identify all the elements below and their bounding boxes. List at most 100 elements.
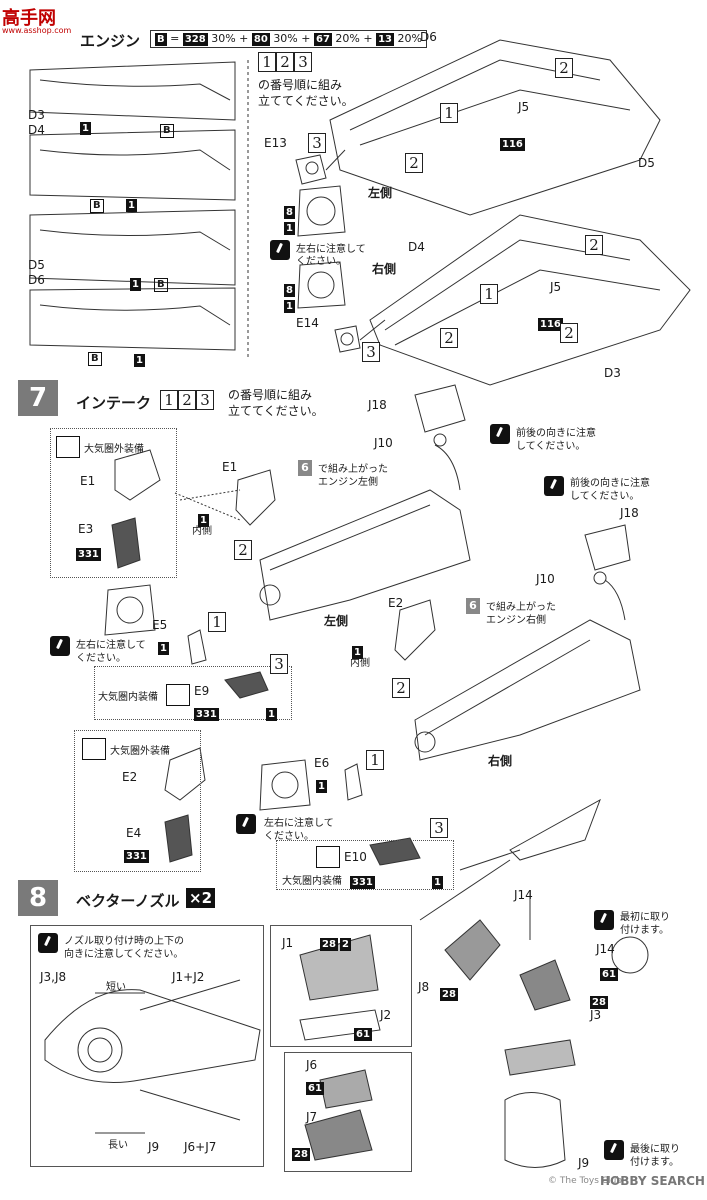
- last-note-1: 最後に取り: [630, 1144, 680, 1155]
- part-1-e2: 1: [352, 640, 363, 659]
- caution-fb-b-2: してください。: [570, 491, 640, 502]
- step6-order-text-2: 立ててください。: [258, 94, 354, 108]
- step8-title: ベクターノズル: [76, 892, 180, 910]
- step7-box-1a: 1: [208, 612, 226, 632]
- outer-equip-icon-1: [56, 436, 80, 458]
- part-28-a: 28: [320, 932, 338, 951]
- paint-plus-3: +: [363, 32, 373, 45]
- j14-detail-num: 61: [600, 962, 618, 981]
- part-116-top: 116: [500, 132, 525, 151]
- part-num: 28: [590, 996, 608, 1009]
- label-d4: D4: [28, 123, 45, 137]
- part-331-c: 331: [124, 844, 149, 863]
- part-num: 1: [158, 642, 169, 655]
- caution-lr-a-2: ください。: [76, 653, 126, 664]
- inner-side-label-a: 内側: [192, 526, 212, 537]
- part-num: 61: [354, 1028, 372, 1041]
- part-j14-a: J14: [514, 888, 533, 902]
- paint-plus-2: +: [301, 32, 311, 45]
- part-d3: D3: [604, 366, 621, 380]
- part-331-d: 331: [350, 870, 375, 889]
- mark-text: B: [90, 199, 104, 213]
- outer-equip-label-1: 大気圏外装備: [84, 444, 144, 455]
- inner-equip-box-2: [276, 840, 454, 890]
- part-2-a: 2: [340, 932, 351, 951]
- watermark-logo: 高手网: [2, 4, 56, 30]
- label-d6: D6: [28, 273, 45, 287]
- step7-title: インテーク: [76, 394, 152, 412]
- ref-step-badge-right: 6: [466, 598, 480, 614]
- label-j3-j8: J3,J8: [40, 970, 67, 984]
- caution-fb-a-1: 前後の向きに注意: [516, 428, 596, 439]
- part-e3: E3: [78, 522, 94, 536]
- label-long: 長い: [108, 1140, 128, 1151]
- label-d5: D5: [28, 258, 45, 272]
- part-num: 2: [340, 938, 351, 951]
- part-j5-top: J5: [518, 100, 530, 114]
- part-num: 1: [432, 876, 443, 889]
- part-e6: E6: [314, 756, 330, 770]
- outer-equip-label-2: 大気圏外装備: [110, 746, 170, 757]
- paint-80: 80: [251, 33, 270, 46]
- part-61-b: 61: [306, 1076, 324, 1095]
- outer-equip-icon-2: [82, 738, 106, 760]
- step7-box-1b: 1: [366, 750, 384, 770]
- part-e2-a: E2: [122, 770, 138, 784]
- step7-box-3a: 3: [270, 654, 288, 674]
- part-j1: J1: [282, 936, 294, 950]
- part-num: 8: [284, 284, 295, 297]
- label-short: 短い: [106, 982, 126, 993]
- caution-icon-fb-b: [544, 476, 564, 496]
- mark-text: 1: [134, 354, 145, 367]
- part-d6: D6: [420, 30, 437, 44]
- mark-1a: 1: [80, 116, 91, 135]
- mark-b-d: B: [88, 346, 102, 366]
- part-8-a: 8: [284, 200, 295, 219]
- part-num: 28: [440, 988, 458, 1001]
- part-e1-b: E1: [222, 460, 238, 474]
- mark-1b: 1: [126, 193, 137, 212]
- paint-328: 328: [182, 33, 208, 46]
- part-num: 331: [194, 708, 219, 721]
- paint-67: 67: [313, 33, 332, 46]
- side-right-step6: 右側: [372, 262, 397, 276]
- paint-pct-3: 20%: [335, 32, 360, 45]
- caution-icon-first: [594, 910, 614, 930]
- part-1-b: 1: [284, 294, 295, 313]
- part-e5: E5: [152, 618, 168, 632]
- step6-order-text-1: の番号順に組み: [258, 78, 343, 92]
- step-box-2d: 2: [440, 328, 458, 348]
- part-num: 1: [284, 300, 295, 313]
- part-e10: E10: [344, 850, 367, 864]
- mark-text: B: [88, 352, 102, 366]
- mark-text: B: [160, 124, 174, 138]
- part-j6: J6: [306, 1058, 318, 1072]
- mark-b-b: B: [90, 193, 104, 213]
- nozzle-note-1: ノズル取り付け時の上下の: [64, 936, 184, 947]
- part-1-e10: 1: [432, 870, 443, 889]
- part-j2: J2: [380, 1008, 392, 1022]
- caution-text-1: 左右に注意して: [296, 244, 366, 255]
- step7-number: 7: [18, 380, 58, 416]
- step-box-2a: 2: [555, 58, 573, 78]
- mark-text: 1: [80, 122, 91, 135]
- part-e13: E13: [264, 136, 287, 150]
- part-num: 116: [538, 318, 563, 331]
- part-num: 61: [306, 1082, 324, 1095]
- mark-b-a: B: [160, 118, 174, 138]
- part-e2-b: E2: [388, 596, 404, 610]
- part-116-bottom: 116: [538, 312, 563, 331]
- label-j6-j7: J6+J7: [184, 1140, 217, 1154]
- caution-text-2: ください。: [296, 256, 346, 267]
- mark-text: 1: [126, 199, 137, 212]
- order-box-2: 2: [276, 52, 294, 72]
- step7-box-2a: 2: [234, 540, 252, 560]
- caution-icon-last: [604, 1140, 624, 1160]
- part-j10-a: J10: [374, 436, 393, 450]
- mark-1c: 1: [130, 272, 141, 291]
- step-box-2e: 2: [560, 323, 578, 343]
- paint-plus-1: +: [239, 32, 249, 45]
- paint-13: 13: [376, 33, 394, 46]
